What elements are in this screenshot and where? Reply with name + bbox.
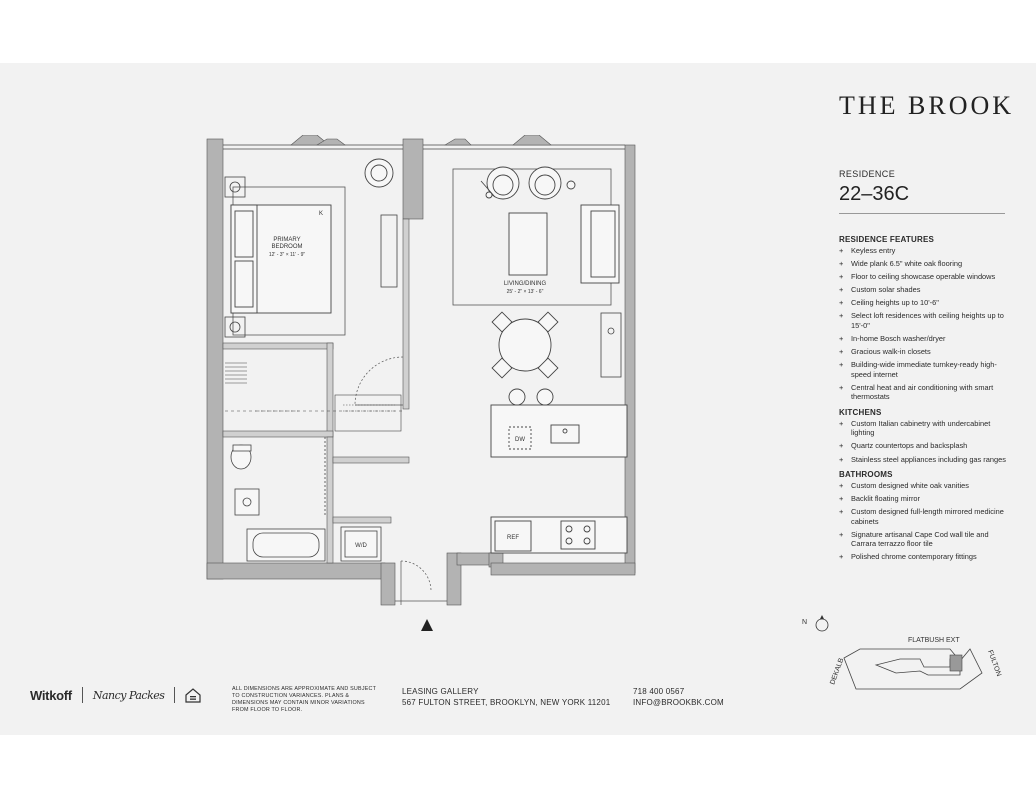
- bedroom-dresser: [380, 214, 398, 288]
- bedroom-dimensions: 12' - 3" × 11' - 9": [269, 252, 306, 258]
- section-title: KITCHENS: [839, 407, 882, 417]
- bed: [230, 204, 332, 314]
- feature-item: Custom Italian cabinetry with undercabin…: [839, 419, 1014, 438]
- north-windows: [223, 144, 625, 150]
- bedroom-label-2: BEDROOM: [271, 244, 302, 250]
- bed-size-mark: K: [319, 211, 323, 217]
- bathrooms-section: BATHROOMS Custom designed white oak vani…: [839, 470, 1014, 562]
- logo-divider: [81, 687, 83, 703]
- wall-entry-left: [380, 562, 396, 606]
- coffee-table: [508, 212, 548, 276]
- wall-east: [624, 144, 636, 574]
- wall-west: [206, 138, 224, 580]
- feature-item: Signature artisanal Cape Cod wall tile a…: [839, 530, 1014, 549]
- feature-item: Stainless steel appliances including gas…: [839, 455, 1014, 465]
- nightstands: [224, 176, 246, 338]
- phone-number[interactable]: 718 400 0567: [633, 687, 685, 696]
- entry-arrow-icon: [421, 619, 433, 631]
- signature-logo: Nancy Packes: [92, 688, 165, 702]
- leasing-gallery: LEASING GALLERY 567 FULTON STREET, BROOK…: [402, 686, 610, 708]
- feature-item: In-home Bosch washer/dryer: [839, 334, 1014, 344]
- bedroom-label: PRIMARY: [273, 237, 300, 243]
- equal-housing-icon: [185, 687, 202, 703]
- feature-item: Floor to ceiling showcase operable windo…: [839, 272, 1014, 282]
- kitchen-counter: [490, 516, 628, 554]
- ref-label: REF: [507, 535, 519, 541]
- key-plan: N FLATBUSH EXT DEKALB FULTON: [802, 615, 1002, 690]
- armchair-bedroom: [364, 158, 394, 188]
- kitchens-section: KITCHENS Custom Italian cabinetry with u…: [839, 408, 1014, 464]
- witkoff-logo: Witkoff: [30, 687, 72, 703]
- window-bays: [290, 135, 552, 146]
- section-title: BATHROOMS: [839, 470, 893, 480]
- feature-item: Quartz countertops and backsplash: [839, 441, 1014, 451]
- building-outline: [874, 658, 961, 676]
- feature-item: Central heat and air conditioning with s…: [839, 383, 1014, 402]
- gallery-title: LEASING GALLERY: [402, 687, 479, 696]
- compass-icon: [815, 618, 829, 632]
- street-dekalb: DEKALB: [829, 657, 845, 686]
- wall-south-right: [490, 562, 636, 576]
- residence-number: 22–36C: [839, 183, 910, 205]
- lounge-chairs: [485, 166, 576, 200]
- hall-closet: [334, 394, 402, 432]
- walk-in-closet: [225, 362, 405, 412]
- dining-set: [491, 311, 559, 379]
- feature-item: Custom designed full-length mirrored med…: [839, 507, 1014, 526]
- wall-entry-right: [446, 552, 462, 606]
- gallery-address: 567 FULTON STREET, BROOKLYN, NEW YORK 11…: [402, 698, 611, 707]
- interior-walls: [222, 218, 410, 564]
- residence-label: RESIDENCE: [839, 169, 896, 179]
- washer-dryer: [340, 526, 382, 562]
- brand-title: THE BROOK: [839, 91, 1015, 120]
- exterior-walls: [206, 138, 636, 606]
- column-center: [402, 138, 424, 220]
- feature-item: Custom solar shades: [839, 285, 1014, 295]
- feature-item: Select loft residences with ceiling heig…: [839, 311, 1014, 330]
- logo-divider: [174, 687, 176, 703]
- floorplan-sheet: K PRIMARY BEDROOM 12' - 3" × 11' - 9": [0, 63, 1036, 735]
- features-list: RESIDENCE FEATURES Keyless entry Wide pl…: [839, 235, 1014, 568]
- bathroom: [230, 437, 326, 562]
- sofa: [580, 204, 620, 284]
- residence-features-section: RESIDENCE FEATURES Keyless entry Wide pl…: [839, 235, 1014, 402]
- site-outline: [843, 648, 983, 690]
- dishwasher-label: DW: [515, 437, 525, 443]
- feature-item: Custom designed white oak vanities: [839, 481, 1014, 491]
- street-fulton: FULTON: [986, 649, 1002, 677]
- north-arrow-icon: [820, 615, 824, 619]
- divider: [839, 213, 1005, 214]
- feature-item: Building-wide immediate turnkey-ready hi…: [839, 360, 1014, 379]
- developer-logos: Witkoff Nancy Packes: [30, 687, 202, 703]
- feature-item: Polished chrome contemporary fittings: [839, 552, 1014, 562]
- street-flatbush: FLATBUSH EXT: [908, 637, 960, 644]
- media-console: [600, 312, 622, 378]
- unit-location: [949, 654, 963, 672]
- living-dimensions: 25' - 2" × 13' - 6": [507, 289, 544, 295]
- feature-item: Wide plank 6.5" white oak flooring: [839, 259, 1014, 269]
- wall-south-left: [206, 562, 386, 580]
- kitchen-island: [490, 388, 628, 458]
- floor-plan: K PRIMARY BEDROOM 12' - 3" × 11' - 9": [206, 135, 636, 631]
- email-link[interactable]: INFO@BROOKBK.COM: [633, 698, 724, 707]
- wd-label: W/D: [355, 543, 367, 549]
- feature-item: Ceiling heights up to 10'-6": [839, 298, 1014, 308]
- feature-item: Backlit floating mirror: [839, 494, 1014, 504]
- contact-info: 718 400 0567 INFO@BROOKBK.COM: [633, 686, 724, 708]
- section-title: RESIDENCE FEATURES: [839, 235, 935, 244]
- disclaimer-text: ALL DIMENSIONS ARE APPROXIMATE AND SUBJE…: [232, 686, 376, 713]
- living-label: LIVING/DINING: [504, 281, 547, 287]
- feature-item: Keyless entry: [839, 246, 1014, 256]
- north-label: N: [802, 619, 807, 626]
- feature-item: Gracious walk-in closets: [839, 347, 1014, 357]
